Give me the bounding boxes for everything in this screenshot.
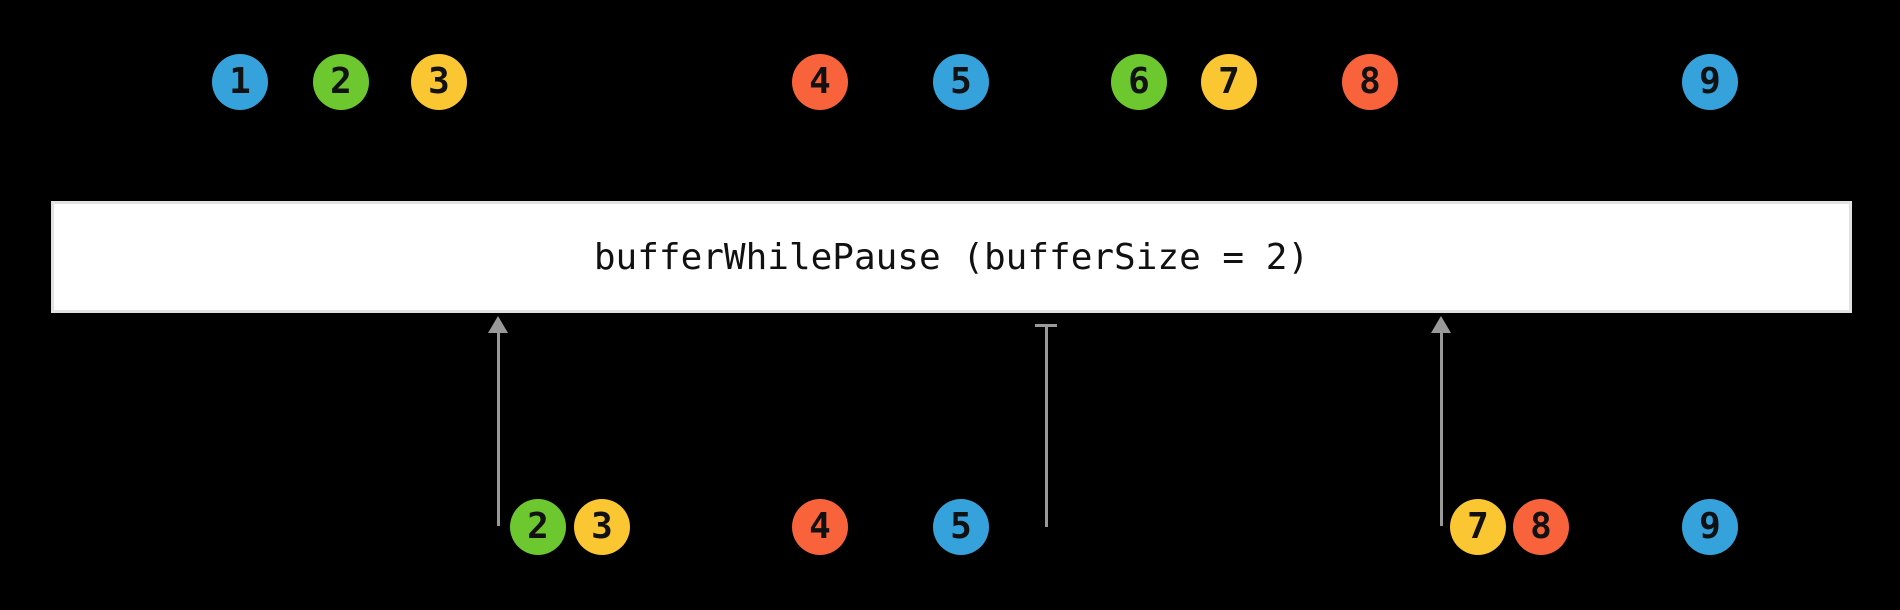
- input-marble-4: 4: [792, 54, 848, 110]
- output-marble-4: 4: [792, 499, 848, 555]
- input-marble-5: 5: [933, 54, 989, 110]
- output-marble-2: 2: [510, 499, 566, 555]
- input-marble-3: 3: [411, 54, 467, 110]
- input-marble-7: 7: [1201, 54, 1257, 110]
- operator-label: bufferWhilePause (bufferSize = 2): [593, 236, 1310, 278]
- output-marble-9: 9: [1682, 499, 1738, 555]
- pause-stem: [1044, 327, 1048, 527]
- resume-arrow-icon: [488, 316, 508, 526]
- arrow-shaft: [1439, 333, 1443, 526]
- input-marble-6: 6: [1111, 54, 1167, 110]
- resume-arrow-icon: [1431, 316, 1451, 526]
- pause-crossbar: [1035, 324, 1057, 327]
- output-marble-7: 7: [1450, 499, 1506, 555]
- input-marble-2: 2: [313, 54, 369, 110]
- arrow-head-icon: [488, 316, 508, 333]
- operator-box: bufferWhilePause (bufferSize = 2): [51, 201, 1852, 313]
- arrow-head-icon: [1431, 316, 1451, 333]
- input-marble-9: 9: [1682, 54, 1738, 110]
- output-marble-3: 3: [574, 499, 630, 555]
- output-marble-5: 5: [933, 499, 989, 555]
- input-marble-1: 1: [212, 54, 268, 110]
- arrow-shaft: [496, 333, 500, 526]
- pause-marker-icon: [1035, 324, 1057, 527]
- output-marble-8: 8: [1513, 499, 1569, 555]
- input-marble-8: 8: [1342, 54, 1398, 110]
